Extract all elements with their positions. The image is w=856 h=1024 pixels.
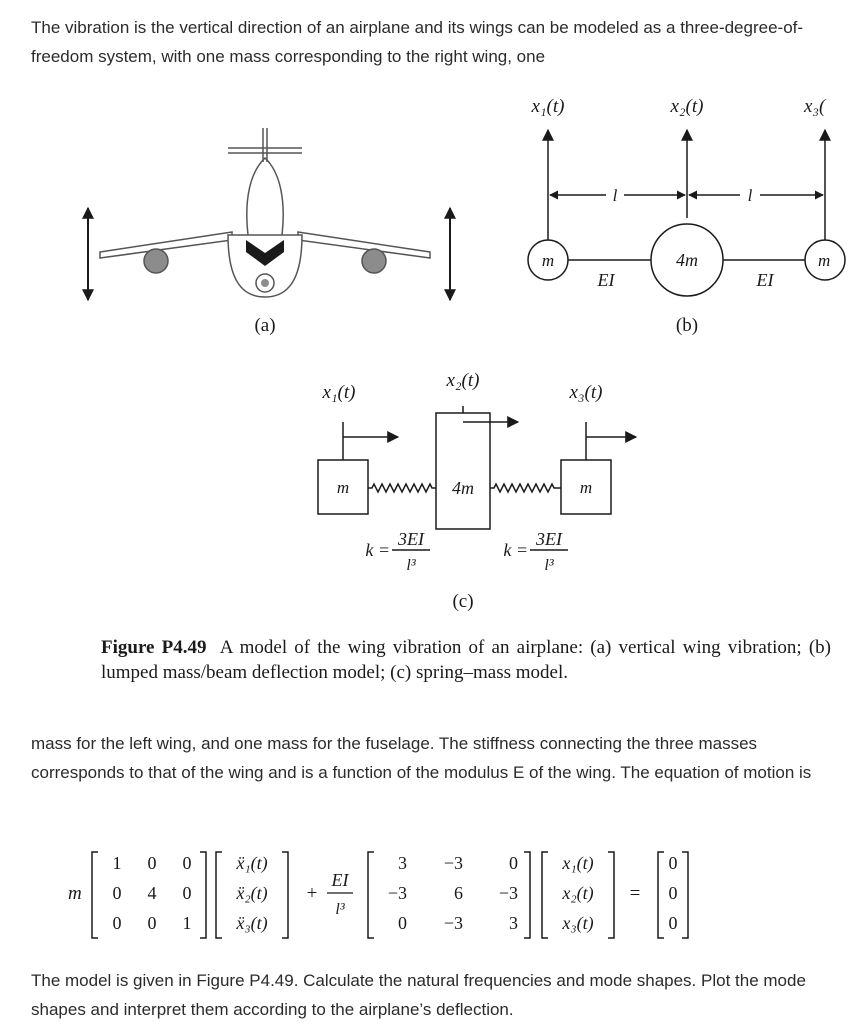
c-x3-label: x₃(t): [569, 382, 603, 403]
mass-cell: 0: [113, 883, 122, 903]
beam-model: [527, 128, 846, 297]
stiffness-cell: 6: [454, 883, 463, 903]
stiffness-cell: 0: [509, 853, 518, 873]
c-mass-3: m: [580, 478, 592, 497]
eq-bracket: [200, 851, 207, 939]
eq-bracket: [367, 851, 374, 939]
eq-equals: =: [630, 883, 641, 904]
eq-plus: +: [307, 883, 318, 904]
model-paragraph: mass for the left wing, and one mass for…: [31, 734, 812, 782]
c-x1-label: x₁(t): [322, 382, 356, 403]
label-c: (c): [452, 591, 473, 612]
b-mass-right: m: [818, 251, 830, 270]
figure-caption: Figure P4.49 A model of the wing vibrati…: [101, 635, 831, 685]
eq-m: m: [68, 883, 82, 904]
c-mass-2: 4m: [452, 478, 474, 498]
rhs-cell: 0: [669, 853, 678, 873]
b-x2-label: x₂(t): [670, 96, 704, 117]
airplane-front-view: [82, 128, 456, 302]
c-k-num-1: 3EI: [397, 529, 425, 549]
caption-text: A model of the wing vibration of an airp…: [101, 637, 831, 683]
c-k-num-2: 3EI: [535, 529, 563, 549]
eq-bracket: [215, 851, 222, 939]
c-k-den-2: l³: [544, 557, 553, 574]
b-mass-center: 4m: [676, 250, 698, 270]
eq-bracket: [282, 851, 289, 939]
stiffness-cell: 0: [398, 913, 407, 933]
caption-id: Figure P4.49: [101, 637, 207, 658]
c-k-prefix-1: k =: [365, 540, 390, 560]
equation-of-motion: m 1 0 0 0 4 0 0 0 1 ẍ₁(t) ẍ₂(t) ẍ₃(t) + …: [68, 851, 689, 939]
b-l-label-2: l: [748, 186, 753, 205]
stiffness-cell: −3: [444, 913, 463, 933]
c-x2-label: x₂(t): [446, 370, 480, 391]
accel-cell: ẍ₂(t): [235, 883, 267, 904]
c-k-den-1: l³: [406, 557, 415, 574]
disp-cell: x₁(t): [561, 853, 593, 874]
intro-paragraph: The vibration is the vertical direction …: [31, 18, 804, 66]
eq-bracket: [657, 851, 664, 939]
mass-cell: 1: [113, 853, 122, 873]
task-paragraph: The model is given in Figure P4.49. Calc…: [31, 971, 806, 1019]
c-mass-1: m: [337, 478, 349, 497]
stiffness-cell: −3: [444, 853, 463, 873]
b-x3-label: x₃(: [803, 96, 827, 117]
accel-cell: ẍ₁(t): [235, 853, 267, 874]
disp-cell: x₃(t): [561, 913, 593, 934]
b-l-label-1: l: [613, 186, 618, 205]
left-engine-icon: [143, 248, 169, 274]
mass-cell: 0: [148, 913, 157, 933]
label-b: (b): [676, 315, 698, 336]
eq-bracket: [91, 851, 98, 939]
eq-bracket: [524, 851, 531, 939]
mass-cell: 0: [183, 883, 192, 903]
stiffness-cell: −3: [388, 883, 407, 903]
mass-cell: 4: [148, 883, 157, 903]
eq-coef-num: EI: [331, 870, 350, 890]
b-mass-left: m: [542, 251, 554, 270]
mass-cell: 1: [183, 913, 192, 933]
b-x1-label: x₁(t): [531, 96, 565, 117]
spring-mass-model: [317, 406, 638, 551]
mass-cell: 0: [113, 913, 122, 933]
disp-cell: x₂(t): [561, 883, 593, 904]
stiffness-cell: 3: [398, 853, 407, 873]
stiffness-cell: 3: [509, 913, 518, 933]
mass-cell: 0: [148, 853, 157, 873]
right-engine-icon: [361, 248, 387, 274]
label-a: (a): [254, 315, 275, 336]
accel-cell: ẍ₃(t): [235, 913, 267, 934]
rhs-cell: 0: [669, 883, 678, 903]
eq-coef-den: l³: [335, 901, 344, 918]
b-ei-label-2: EI: [756, 270, 775, 290]
rhs-cell: 0: [669, 913, 678, 933]
c-k-prefix-2: k =: [503, 540, 528, 560]
eq-bracket: [608, 851, 615, 939]
eq-bracket: [682, 851, 689, 939]
b-ei-label-1: EI: [597, 270, 616, 290]
stiffness-cell: −3: [499, 883, 518, 903]
eq-bracket: [541, 851, 548, 939]
mass-cell: 0: [183, 853, 192, 873]
